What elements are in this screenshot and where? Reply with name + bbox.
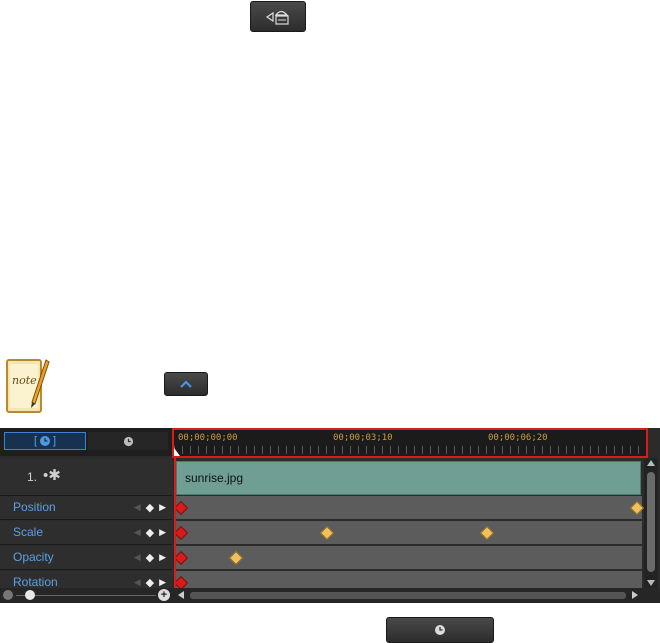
keyframe-controls: ◀ ◆ ▶ [134, 501, 166, 514]
attribute-row-scale: Scale ◀ ◆ ▶ [0, 521, 172, 545]
keyframe-controls: ◀ ◆ ▶ [134, 551, 166, 564]
attribute-row-position: Position ◀ ◆ ▶ [0, 496, 172, 520]
ruler-label: 00;00;03;10 [333, 433, 393, 443]
attribute-label: Rotation [13, 575, 58, 589]
clock-icon [435, 625, 445, 635]
clock-icon [123, 436, 133, 446]
note-icon: note [4, 352, 50, 418]
keyframe-marker[interactable] [319, 525, 334, 541]
chevron-up-icon [180, 380, 192, 388]
playhead-line [174, 458, 176, 588]
keyframe-lane[interactable] [173, 496, 645, 520]
prev-keyframe-icon[interactable]: ◀ [133, 577, 141, 587]
scroll-up-icon[interactable] [647, 460, 655, 466]
prev-keyframe-icon[interactable]: ◀ [133, 527, 141, 537]
keyframe-controls: ◀ ◆ ▶ [134, 526, 166, 539]
scroll-right-icon[interactable] [632, 591, 638, 599]
zoom-in-icon[interactable]: + [158, 589, 170, 601]
keyframe-marker[interactable] [173, 525, 189, 541]
timeline-ruler[interactable]: 00;00;00;00 00;00;03;10 00;00;06;20 [172, 428, 648, 458]
scroll-down-icon[interactable] [647, 580, 655, 586]
keyframe-marker[interactable] [173, 550, 189, 566]
keyframe-settings-icon [265, 10, 289, 25]
next-keyframe-icon[interactable]: ▶ [159, 527, 166, 537]
clock-icon [40, 436, 50, 446]
ruler-label: 00;00;06;20 [488, 433, 548, 443]
clip-sunrise[interactable]: sunrise.jpg [176, 461, 641, 495]
keyframe-controls: ◀ ◆ ▶ [134, 576, 166, 589]
next-keyframe-icon[interactable]: ▶ [159, 552, 166, 562]
clock-view-button[interactable] [386, 617, 494, 643]
timeline-tabs: [ ] [0, 428, 172, 456]
attribute-label: Opacity [13, 550, 54, 564]
prev-keyframe-icon[interactable]: ◀ [133, 502, 141, 512]
keyframe-timeline-panel: [ ] 00;00;00;00 00;00;03;10 00;00;06;20 … [0, 428, 660, 603]
prev-keyframe-icon[interactable]: ◀ [133, 552, 141, 562]
collapse-button[interactable] [164, 372, 208, 396]
vertical-scrollbar[interactable] [644, 458, 658, 588]
keyframe-marker[interactable] [479, 525, 494, 541]
attribute-label: Position [13, 500, 56, 514]
playhead-marker[interactable] [174, 448, 180, 456]
keyframe-settings-button[interactable] [250, 1, 306, 32]
track-header: 1. •✱ [0, 458, 172, 496]
keyframe-marker[interactable] [629, 500, 645, 516]
add-keyframe-icon[interactable]: ◆ [145, 552, 155, 564]
keyframe-lane[interactable] [173, 521, 642, 545]
add-keyframe-icon[interactable]: ◆ [145, 502, 155, 514]
vertical-scroll-thumb[interactable] [647, 472, 655, 572]
track-number: 1. [27, 470, 38, 484]
tab-keyframe-view[interactable]: [ ] [4, 432, 86, 450]
scroll-left-icon[interactable] [178, 591, 184, 599]
next-keyframe-icon[interactable]: ▶ [159, 502, 166, 512]
zoom-slider-track[interactable] [16, 595, 156, 596]
keyframe-lane[interactable] [173, 546, 642, 570]
ruler-label: 00;00;00;00 [178, 433, 238, 443]
ruler-ticks [174, 446, 646, 454]
svg-text:note: note [12, 374, 37, 387]
tab-clock-view[interactable] [88, 432, 168, 450]
next-keyframe-icon[interactable]: ▶ [159, 577, 166, 587]
zoom-slider-thumb[interactable] [25, 590, 35, 600]
clip-name: sunrise.jpg [185, 471, 244, 485]
zoom-out-icon[interactable] [3, 590, 13, 600]
attribute-row-opacity: Opacity ◀ ◆ ▶ [0, 546, 172, 570]
keyframe-marker[interactable] [173, 500, 189, 516]
bottom-bar: + [0, 588, 660, 603]
attribute-label: Scale [13, 525, 44, 539]
horizontal-scroll-thumb[interactable] [190, 592, 626, 599]
add-keyframe-icon[interactable]: ◆ [145, 527, 155, 539]
effect-star-icon: •✱ [43, 467, 61, 484]
add-keyframe-icon[interactable]: ◆ [145, 577, 155, 589]
keyframe-marker[interactable] [228, 550, 243, 566]
